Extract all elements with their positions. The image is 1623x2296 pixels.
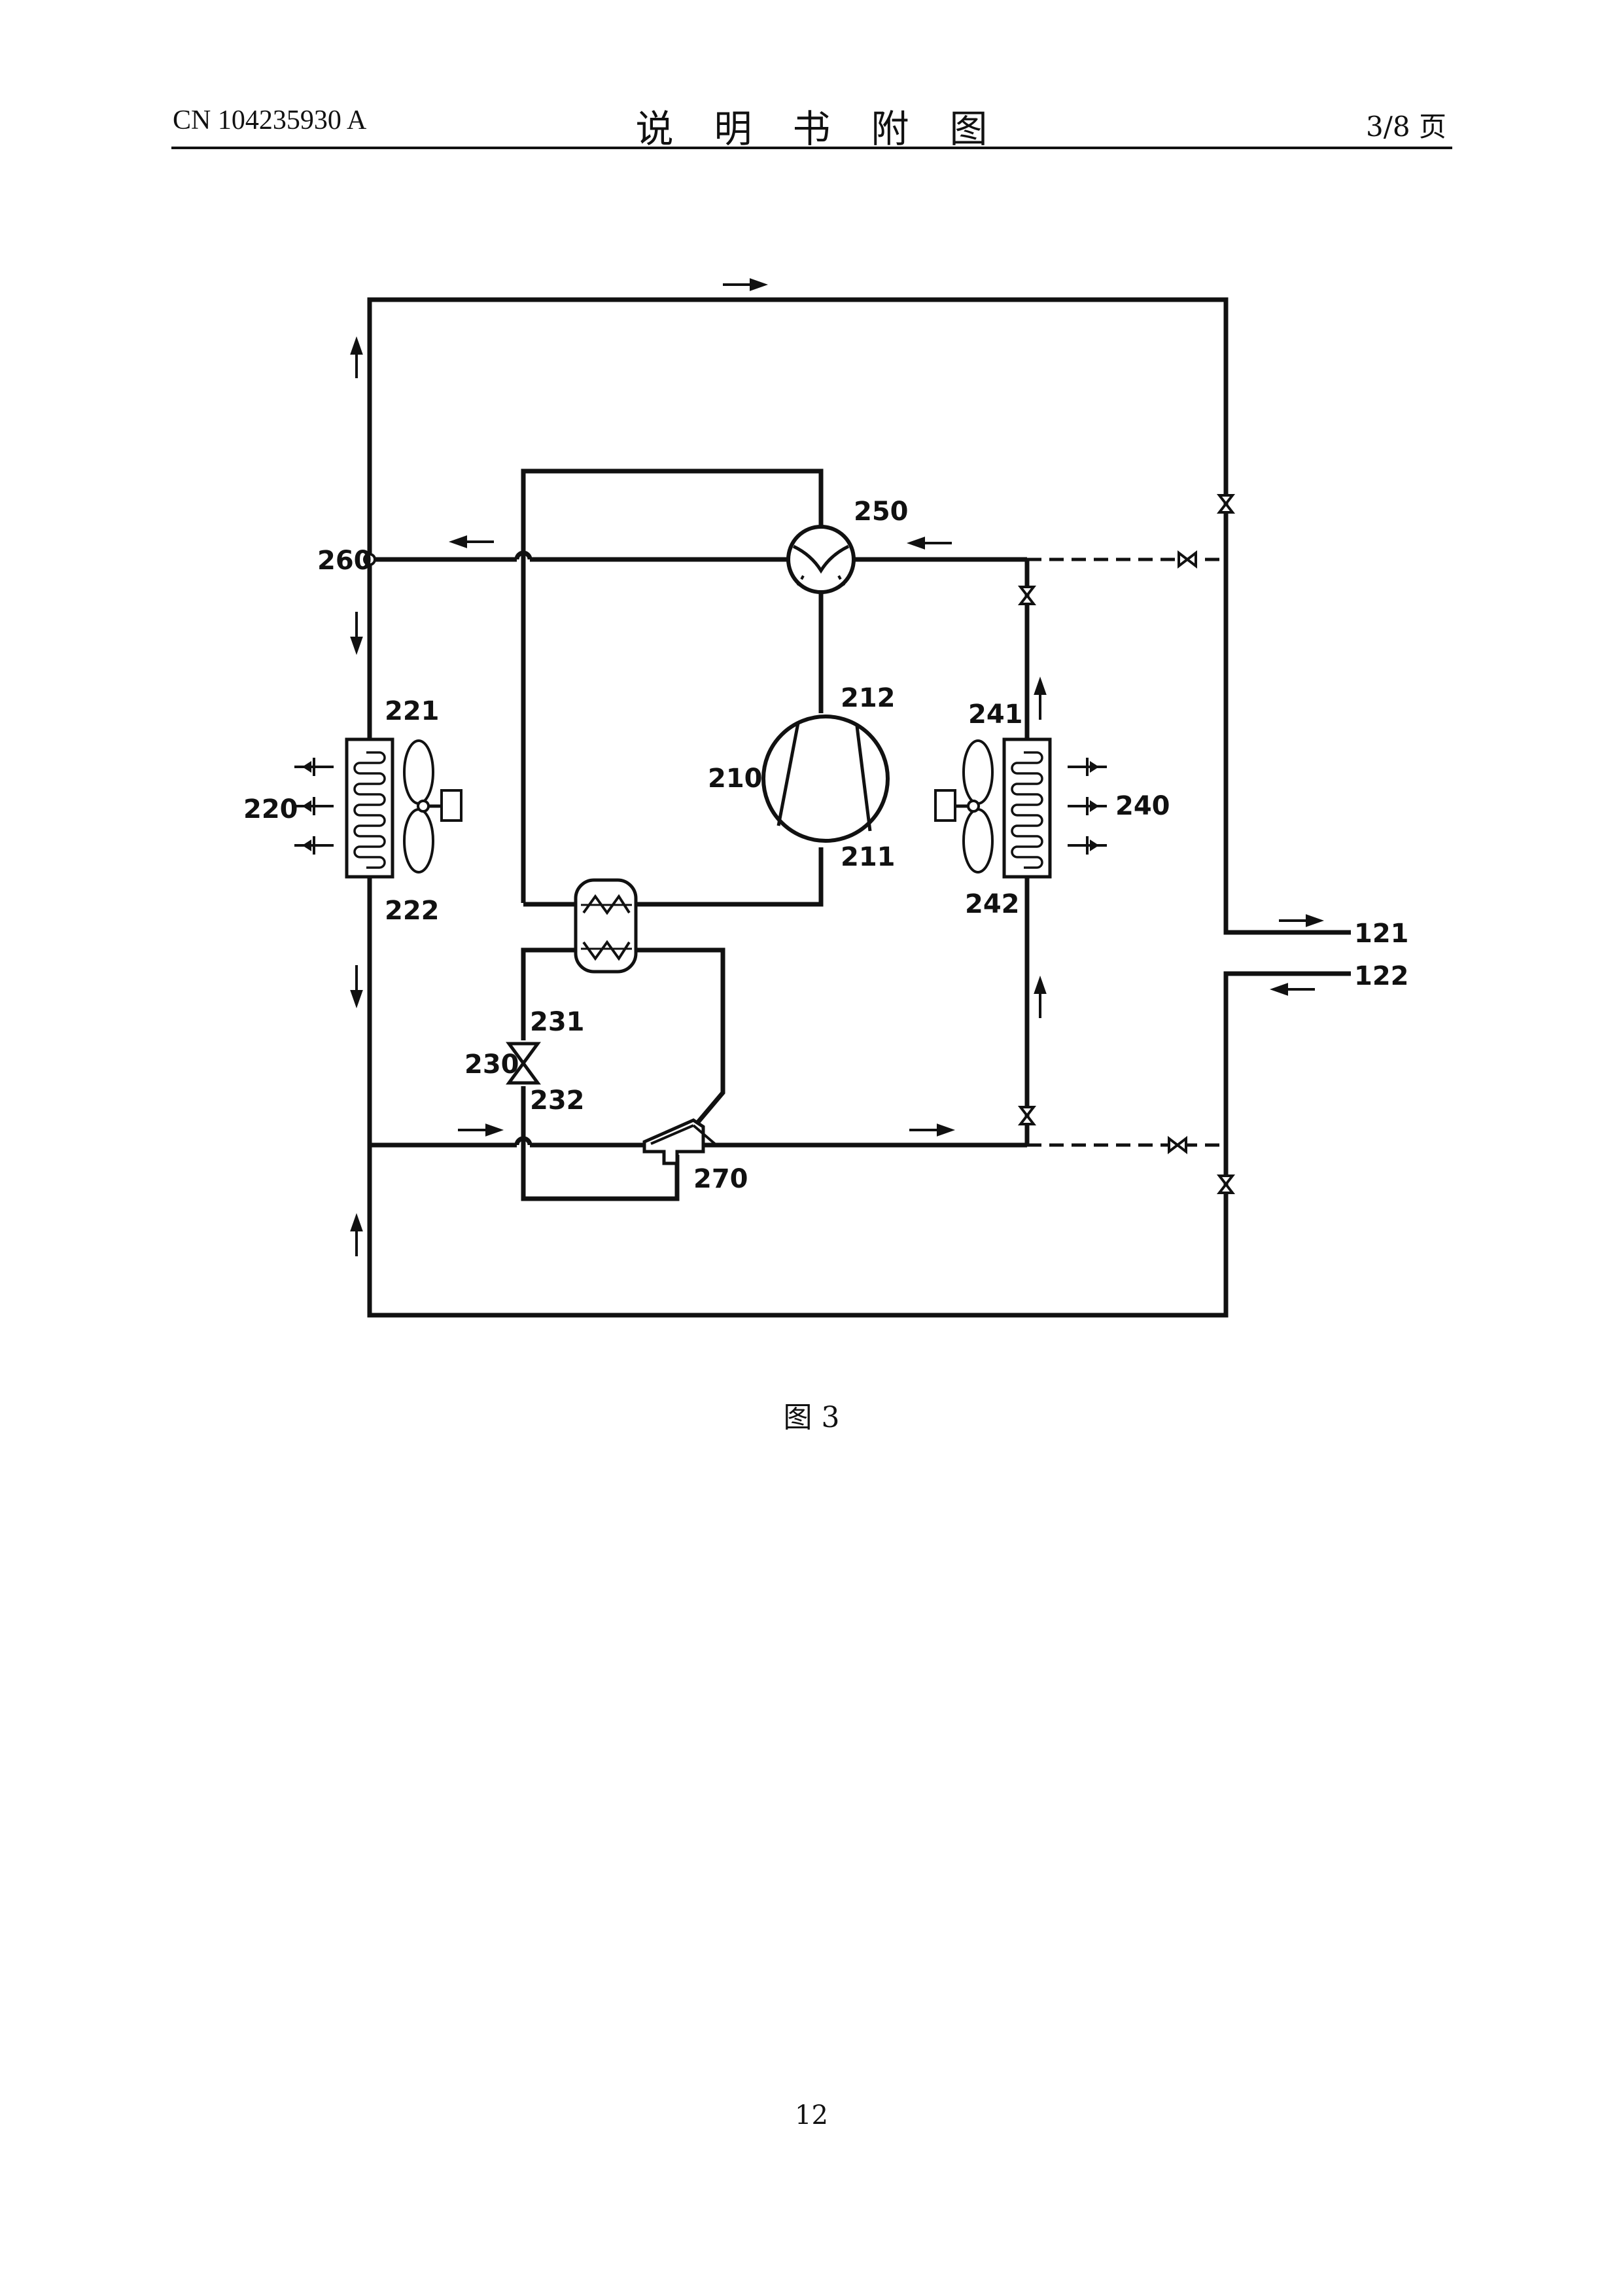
header-rule	[171, 147, 1452, 149]
label-231: 231	[530, 1007, 585, 1037]
valve-right-upper	[1218, 494, 1234, 514]
valve-branch-lower	[1019, 1106, 1035, 1125]
label-121: 121	[1354, 919, 1409, 949]
label-222: 222	[385, 896, 440, 926]
expansion-valve	[506, 1042, 541, 1085]
compressor	[761, 715, 890, 843]
heat-exchanger-220	[293, 737, 462, 879]
label-270: 270	[693, 1164, 748, 1194]
label-241: 241	[968, 699, 1023, 730]
label-221: 221	[385, 696, 440, 726]
section-title: 说明书附图	[635, 107, 1028, 151]
four-way-valve	[786, 525, 856, 594]
ejector	[642, 1118, 718, 1165]
flow-arrows	[350, 278, 1325, 1256]
label-220: 220	[243, 794, 298, 824]
label-232: 232	[530, 1086, 585, 1116]
junction-260	[363, 553, 376, 566]
label-210: 210	[708, 764, 763, 794]
label-250: 250	[854, 497, 909, 527]
label-230: 230	[464, 1050, 519, 1080]
label-240: 240	[1115, 791, 1170, 821]
label-260: 260	[317, 546, 372, 576]
heat-exchanger-240	[934, 737, 1108, 879]
accumulator	[574, 878, 638, 974]
stop-valves	[1019, 494, 1234, 1194]
valve-branch-upper	[1019, 586, 1035, 605]
valve-dashed-upper	[1178, 552, 1197, 567]
label-211: 211	[841, 842, 896, 872]
page-of: 3/8 页	[1366, 111, 1446, 143]
figure-caption: 图 3	[783, 1401, 840, 1434]
piping	[367, 297, 1351, 1318]
reference-labels: 121 122 210 211 212 220 221 222 230 231 …	[243, 497, 1409, 1194]
label-242: 242	[965, 889, 1020, 919]
label-122: 122	[1354, 961, 1409, 991]
dashed-bypass	[1027, 557, 1226, 1147]
valve-right-lower	[1218, 1174, 1234, 1194]
valve-dashed-lower	[1168, 1137, 1187, 1153]
label-212: 212	[841, 683, 896, 713]
patent-number: CN 104235930 A	[173, 105, 367, 135]
page-number: 12	[795, 2100, 828, 2130]
